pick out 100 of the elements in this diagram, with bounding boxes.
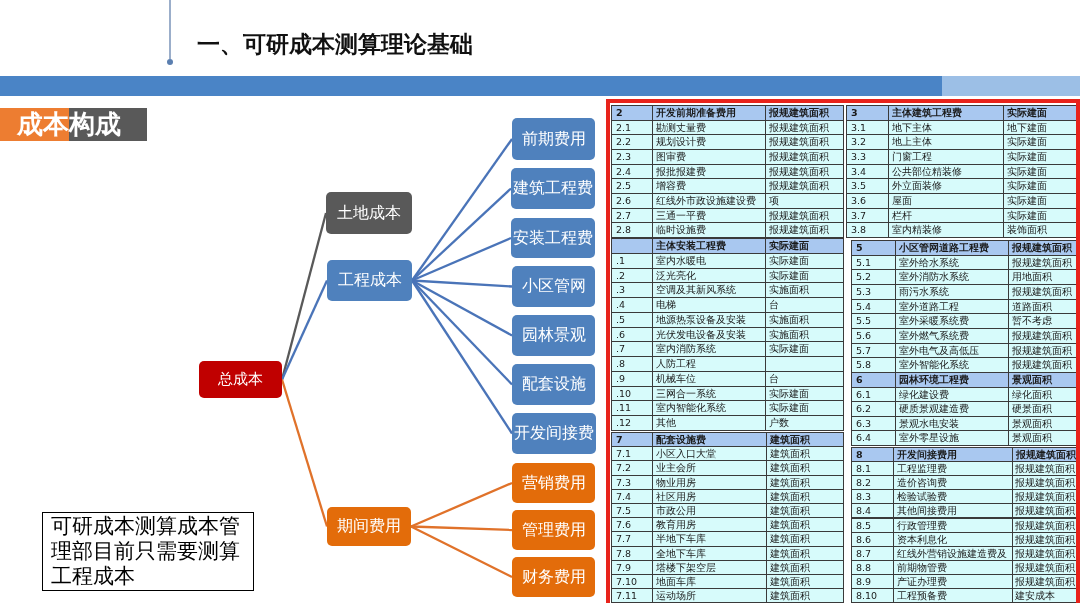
table-cell: 装饰面积	[1003, 222, 1077, 238]
table-cell: 报规建筑面积	[1008, 284, 1077, 300]
header-cell: 景观面积	[1008, 372, 1077, 388]
table-cell: 规划设计费	[652, 134, 766, 150]
table-cell: 硬质景观建造费	[895, 401, 1009, 417]
item-box: 配套设施	[512, 364, 595, 405]
note-box: 可研成本测算成本管理部目前只需要测算工程成本	[42, 512, 254, 591]
table-cell: 5.3	[851, 284, 896, 300]
category-box: 土地成本	[326, 192, 412, 234]
table-cell: 7.2	[611, 460, 653, 476]
table-cell: 建筑面积	[766, 460, 844, 476]
connector-line	[280, 280, 329, 380]
header-cell: 3	[846, 105, 889, 121]
connector-line	[411, 187, 512, 282]
table-cell: 半地下车库	[652, 531, 767, 547]
table-cell: 7.11	[611, 588, 653, 603]
table-cell: 建安成本	[1012, 588, 1077, 603]
table-cell: 实际建面	[1003, 178, 1077, 194]
item-box: 财务费用	[512, 557, 595, 597]
table-cell: 建筑面积	[766, 531, 844, 547]
slide-title: 一、可研成本测算理论基础	[197, 30, 473, 58]
table-cell: 地上主体	[888, 134, 1004, 150]
table-cell: 室内消防系统	[652, 341, 766, 358]
header-cell: 主体建筑工程费	[888, 105, 1004, 121]
table-cell: 报规建筑面积	[765, 222, 844, 238]
table-cell: 3.5	[846, 178, 889, 194]
connector-line	[280, 379, 329, 527]
table-cell: 室内智能化系统	[652, 400, 766, 417]
table-cell: 7.7	[611, 531, 653, 547]
table-cell: 室外消防水系统	[895, 269, 1009, 285]
table-cell: .12	[611, 415, 653, 431]
item-box: 营销费用	[512, 463, 595, 503]
table-cell: 5.5	[851, 313, 896, 329]
table-cell: 报规建筑面积	[765, 134, 844, 150]
table-cell: 暂不考虑	[1008, 313, 1077, 329]
table-cell: 其他	[652, 415, 766, 431]
table-cell: .3	[611, 282, 653, 299]
table-cell: 室外零星设施	[895, 430, 1009, 446]
table-cell: 其他间接费用	[893, 503, 1013, 519]
table-cell: 空调及其新风系统	[652, 282, 766, 299]
table-cell: 室内精装修	[888, 222, 1004, 238]
table-cell: .4	[611, 297, 653, 313]
section-tab: 成本构成	[0, 108, 147, 141]
table-cell: 门窗工程	[888, 149, 1004, 165]
item-box: 开发间接费	[512, 413, 596, 454]
table-cell: 业主会所	[652, 460, 767, 476]
connector-line	[410, 525, 513, 532]
connector-line	[410, 525, 513, 579]
table-cell: 临时设施费	[652, 222, 766, 238]
table-cell: 报规建筑面积	[1008, 357, 1077, 373]
table-cell: .11	[611, 400, 653, 417]
table-cell: 报规建筑面积	[1012, 503, 1077, 519]
header-cell: 小区管网道路工程费	[895, 240, 1009, 256]
header-cell: 报规建筑面积	[1008, 240, 1077, 256]
table-cell: 2.8	[611, 222, 653, 238]
connector-line	[410, 481, 513, 528]
table-cell: 6.2	[851, 401, 896, 417]
category-box: 期间费用	[327, 507, 411, 546]
table-cell: 室外燃气系统费	[895, 328, 1009, 344]
table-cell: 2.6	[611, 193, 653, 209]
table-cell: 工程预备费	[893, 588, 1013, 603]
table-cell: 报规建筑面积	[1008, 328, 1077, 344]
table-cell: 室外采暖系统费	[895, 313, 1009, 329]
table-cell: 增容费	[652, 178, 766, 194]
table-cell: 用地面积	[1008, 269, 1077, 285]
connector-line	[411, 236, 512, 282]
table-cell: 2.5	[611, 178, 653, 194]
item-box: 安装工程费	[511, 218, 595, 258]
table-cell: 景观面积	[1008, 430, 1077, 446]
table-cell: 8.4	[851, 503, 894, 519]
table-cell: 3.6	[846, 193, 889, 209]
table-cell: 实际建面	[1003, 149, 1077, 165]
table-cell: 实际建面	[765, 400, 844, 417]
table-cell: 屋面	[888, 193, 1004, 209]
item-box: 前期费用	[512, 118, 595, 160]
header-cell: 报规建筑面积	[765, 105, 844, 121]
table-cell: 实际建面	[1003, 193, 1077, 209]
table-cell: 人防工程	[652, 356, 766, 372]
item-box: 管理费用	[512, 510, 595, 550]
table-cell: 报规建筑面积	[765, 149, 844, 165]
table-cell: 6.4	[851, 430, 896, 446]
table-cell: 5.8	[851, 357, 896, 373]
table-cell: 实际建面	[765, 341, 844, 358]
table-cell: 红线外市政设施建设费	[652, 193, 766, 209]
header-cell: 6	[851, 372, 896, 388]
table-cell: 电梯	[652, 297, 766, 313]
item-box: 建筑工程费	[511, 168, 595, 209]
table-cell: 8.10	[851, 588, 894, 603]
table-cell: 项	[765, 193, 844, 209]
table-cell: 5.2	[851, 269, 896, 285]
header-cell: 园林环境工程费	[895, 372, 1009, 388]
table-cell: 外立面装修	[888, 178, 1004, 194]
table-cell: 图审费	[652, 149, 766, 165]
table-cell: 报规建筑面积	[765, 178, 844, 194]
table-cell: 3.3	[846, 149, 889, 165]
table-cell: 户数	[765, 415, 844, 431]
table-cell: 5.6	[851, 328, 896, 344]
table-cell: 台	[765, 297, 844, 313]
table-cell: 实际建面	[1003, 134, 1077, 150]
header-cell: 主体安装工程费	[652, 238, 766, 254]
